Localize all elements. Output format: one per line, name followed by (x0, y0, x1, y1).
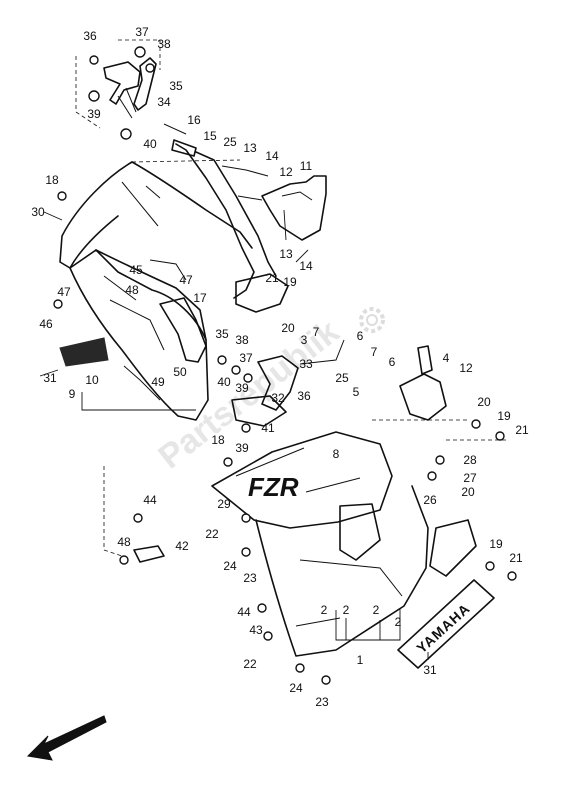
callout-15: 15 (203, 129, 217, 143)
callout-37b: 37 (239, 351, 253, 365)
callout-19b: 19 (497, 409, 511, 423)
callout-38b: 38 (235, 333, 249, 347)
callout-39: 39 (87, 107, 101, 121)
callout-48: 48 (125, 283, 139, 297)
callout-21: 21 (265, 271, 279, 285)
callout-5: 5 (353, 385, 360, 399)
callout-2c: 2 (373, 603, 380, 617)
side-bracket-4 (372, 345, 506, 441)
callout-36b: 36 (297, 389, 311, 403)
callout-42: 42 (175, 539, 189, 553)
callout-13: 13 (243, 141, 257, 155)
callout-31b: 31 (423, 663, 437, 677)
callout-21b: 21 (515, 423, 529, 437)
callout-29: 29 (217, 497, 231, 511)
callout-7: 7 (313, 325, 320, 339)
tank-logo-text: FZR (248, 472, 299, 502)
callout-35b: 35 (215, 327, 229, 341)
callout-33: 33 (299, 357, 313, 371)
callout-20b: 20 (477, 395, 491, 409)
callout-10: 10 (85, 373, 99, 387)
watermark-gear-icon (359, 307, 385, 333)
yamaha-decal: YAMAHA (397, 579, 495, 669)
callout-20: 20 (281, 321, 295, 335)
callout-21c: 21 (509, 551, 523, 565)
callout-23b: 23 (315, 695, 329, 709)
callout-4: 4 (443, 351, 450, 365)
callout-38: 38 (157, 37, 171, 51)
windscreen (59, 159, 253, 269)
callout-47: 47 (179, 273, 193, 287)
callout-12b: 12 (459, 361, 473, 375)
callout-45: 45 (129, 263, 143, 277)
callout-18: 18 (45, 173, 59, 187)
center-bracket-assembly (217, 339, 345, 467)
callout-2a: 2 (321, 603, 328, 617)
callout-9: 9 (69, 387, 76, 401)
callout-16: 16 (187, 113, 201, 127)
front-direction-arrow-icon (26, 715, 107, 761)
callout-8: 8 (333, 447, 340, 461)
callout-48b: 48 (117, 535, 131, 549)
callout-18b: 18 (211, 433, 225, 447)
callout-6: 6 (357, 329, 364, 343)
callout-7b: 7 (371, 345, 378, 359)
callout-3: 3 (301, 333, 308, 347)
callout-19c: 19 (489, 537, 503, 551)
callout-43: 43 (249, 623, 263, 637)
bracket-17 (159, 297, 207, 363)
callout-20c: 20 (461, 485, 475, 499)
callout-44: 44 (143, 493, 157, 507)
callout-40: 40 (143, 137, 157, 151)
callout-31: 31 (43, 371, 57, 385)
callout-24b: 24 (289, 681, 303, 695)
callout-22: 22 (205, 527, 219, 541)
mirror-stay-assembly (75, 39, 161, 140)
fairing-stay (163, 123, 289, 313)
callout-25b: 25 (335, 371, 349, 385)
callout-14: 14 (265, 149, 279, 163)
callout-49: 49 (151, 375, 165, 389)
callout-30: 30 (31, 205, 45, 219)
callout-47b: 47 (57, 285, 71, 299)
callout-26: 26 (423, 493, 437, 507)
callout-50: 50 (173, 365, 187, 379)
callout-37: 37 (135, 25, 149, 39)
side-cover-panel-8: FZR (211, 431, 393, 529)
callout-6b: 6 (389, 355, 396, 369)
callout-36: 36 (83, 29, 97, 43)
callout-11: 11 (300, 159, 313, 173)
callout-44b: 44 (237, 605, 251, 619)
callout-12: 12 (279, 165, 293, 179)
callout-22b: 22 (243, 657, 257, 671)
callout-46: 46 (39, 317, 53, 331)
callout-27: 27 (463, 471, 477, 485)
lower-cowling (255, 485, 477, 657)
callout-32: 32 (271, 391, 285, 405)
upper-fairing (59, 249, 209, 421)
callout-25: 25 (223, 135, 237, 149)
callout-35: 35 (169, 79, 183, 93)
air-duct (261, 175, 327, 241)
callout-1: 1 (357, 653, 364, 667)
callout-14b: 14 (299, 259, 313, 273)
callout-41: 41 (261, 421, 275, 435)
leader-lines (39, 209, 429, 660)
callout-39c: 39 (235, 441, 249, 455)
callout-34: 34 (157, 95, 171, 109)
callout-labels: 36 37 38 35 34 39 40 16 15 25 13 14 12 1… (31, 25, 529, 709)
left-hardware (53, 191, 517, 685)
callout-24: 24 (223, 559, 237, 573)
callout-13b: 13 (279, 247, 293, 261)
callout-39b: 39 (235, 381, 249, 395)
callout-23: 23 (243, 571, 257, 585)
callout-2d: 2 (395, 615, 402, 629)
callout-40b: 40 (217, 375, 231, 389)
callout-17: 17 (193, 291, 207, 305)
callout-2b: 2 (343, 603, 350, 617)
callout-28: 28 (463, 453, 477, 467)
callout-19: 19 (283, 275, 297, 289)
